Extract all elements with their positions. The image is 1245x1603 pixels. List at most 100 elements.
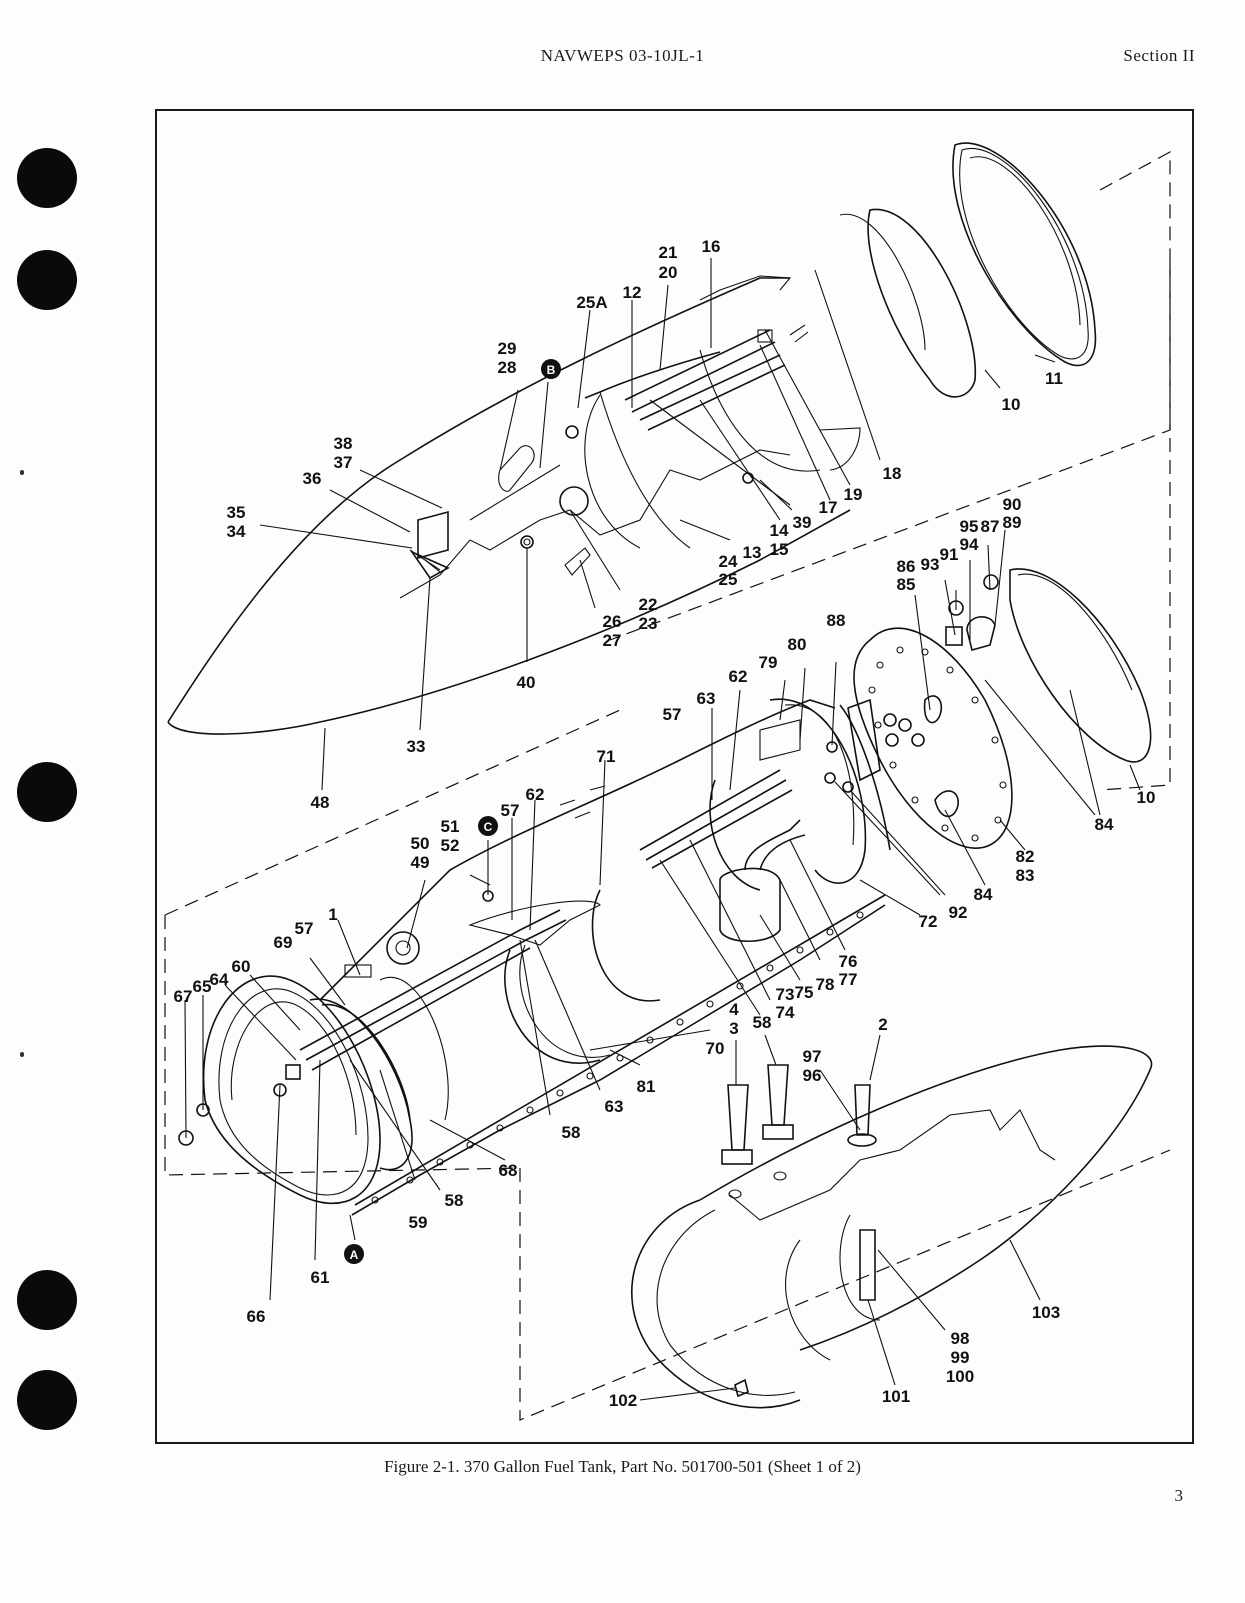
callout: 40 — [517, 673, 536, 692]
page-number: 3 — [1174, 1486, 1184, 1505]
callout: 62 — [729, 667, 748, 686]
callout: 33 — [407, 737, 426, 756]
callout: 81 — [637, 1077, 656, 1096]
callout: 24 — [719, 552, 738, 571]
callout: 70 — [706, 1039, 725, 1058]
forward-nose-cone — [167, 142, 1171, 735]
callout: 78 — [816, 975, 835, 994]
callout: 12 — [623, 283, 642, 302]
callout: 23 — [639, 614, 658, 633]
callout: 97 — [803, 1047, 822, 1066]
callout: 72 — [919, 912, 938, 931]
callout: 98 — [951, 1329, 970, 1348]
speck — [20, 1052, 24, 1057]
callout: 84 — [1095, 815, 1114, 834]
detail-marker-a: A — [350, 1248, 359, 1262]
callout: 77 — [839, 970, 858, 989]
detail-markers: B C A — [344, 359, 561, 1264]
aft-tail-cone — [519, 1045, 1171, 1421]
callout: 2 — [878, 1015, 887, 1034]
callout: 17 — [819, 498, 838, 517]
callout: 75 — [795, 983, 814, 1002]
callout: 13 — [743, 543, 762, 562]
document-number: NAVWEPS 03-10JL-1 — [540, 46, 705, 65]
callout: 49 — [411, 853, 430, 872]
callout: 18 — [883, 464, 902, 483]
callout: 88 — [827, 611, 846, 630]
callout: 1 — [328, 905, 337, 924]
callout: 59 — [409, 1213, 428, 1232]
callout: 101 — [882, 1387, 910, 1406]
callout: 57 — [663, 705, 682, 724]
callout: 52 — [441, 836, 460, 855]
section-label: Section II — [1123, 46, 1195, 65]
callout: 15 — [770, 540, 789, 559]
callout: 68 — [499, 1161, 518, 1180]
callout: 91 — [940, 545, 959, 564]
callout: 11 — [1045, 369, 1063, 388]
callout: 27 — [603, 631, 622, 650]
callout: 60 — [232, 957, 251, 976]
callout: 82 — [1016, 847, 1035, 866]
callout: 62 — [526, 785, 545, 804]
binder-hole — [17, 250, 77, 310]
binder-hole — [17, 762, 77, 822]
detail-marker-c: C — [484, 820, 493, 834]
rear-bulkhead-plate — [847, 568, 1152, 849]
callout: 58 — [445, 1191, 464, 1210]
callout: 25A — [576, 293, 607, 312]
callout: 71 — [597, 747, 616, 766]
callout: 95 — [960, 517, 979, 536]
callout: 50 — [411, 834, 430, 853]
callout: 87 — [981, 517, 1000, 536]
callout: 10 — [1137, 788, 1156, 807]
callout: 58 — [753, 1013, 772, 1032]
callout: 89 — [1003, 513, 1022, 532]
callout: 80 — [788, 635, 807, 654]
figure-frame — [155, 109, 1194, 1444]
callout: 63 — [697, 689, 716, 708]
callout: 73 — [776, 985, 795, 1004]
callout: 94 — [960, 535, 979, 554]
callout: 100 — [946, 1367, 974, 1386]
callout: 26 — [603, 612, 622, 631]
callout: 38 — [334, 434, 353, 453]
callout: 10 — [1002, 395, 1021, 414]
callout: 79 — [759, 653, 778, 672]
callout: 65 — [193, 977, 212, 996]
callout: 36 — [303, 469, 322, 488]
leader-lines — [184, 258, 1141, 1401]
callout: 85 — [897, 575, 916, 594]
callout: 66 — [247, 1307, 266, 1326]
callout: 34 — [227, 522, 246, 541]
callout: 35 — [227, 503, 246, 522]
callout: 58 — [562, 1123, 581, 1142]
binder-hole — [17, 148, 77, 208]
callout: 92 — [949, 903, 968, 922]
callout: 96 — [803, 1066, 822, 1085]
callout: 69 — [274, 933, 293, 952]
binder-hole — [17, 1370, 77, 1430]
figure-caption: Figure 2-1. 370 Gallon Fuel Tank, Part N… — [384, 1457, 861, 1476]
callout: 64 — [210, 970, 229, 989]
callout: 16 — [702, 237, 721, 256]
speck — [20, 470, 24, 475]
center-body-section — [164, 262, 1171, 1216]
binder-hole — [17, 1270, 77, 1330]
callout: 20 — [659, 263, 678, 282]
callout: 25 — [719, 570, 738, 589]
callout: 61 — [311, 1268, 330, 1287]
callout: 39 — [793, 513, 812, 532]
detail-marker-b: B — [547, 363, 556, 377]
callout: 84 — [974, 885, 993, 904]
callout: 21 — [659, 243, 678, 262]
callout: 102 — [609, 1391, 637, 1410]
callout: 74 — [776, 1003, 795, 1022]
callout: 93 — [921, 555, 940, 574]
callout: 19 — [844, 485, 863, 504]
callout: 67 — [174, 987, 193, 1006]
callout: 51 — [441, 817, 460, 836]
callout: 63 — [605, 1097, 624, 1116]
callout-labels: 16 21 20 12 25A 29 28 38 37 36 35 34 11 … — [174, 237, 1156, 1410]
